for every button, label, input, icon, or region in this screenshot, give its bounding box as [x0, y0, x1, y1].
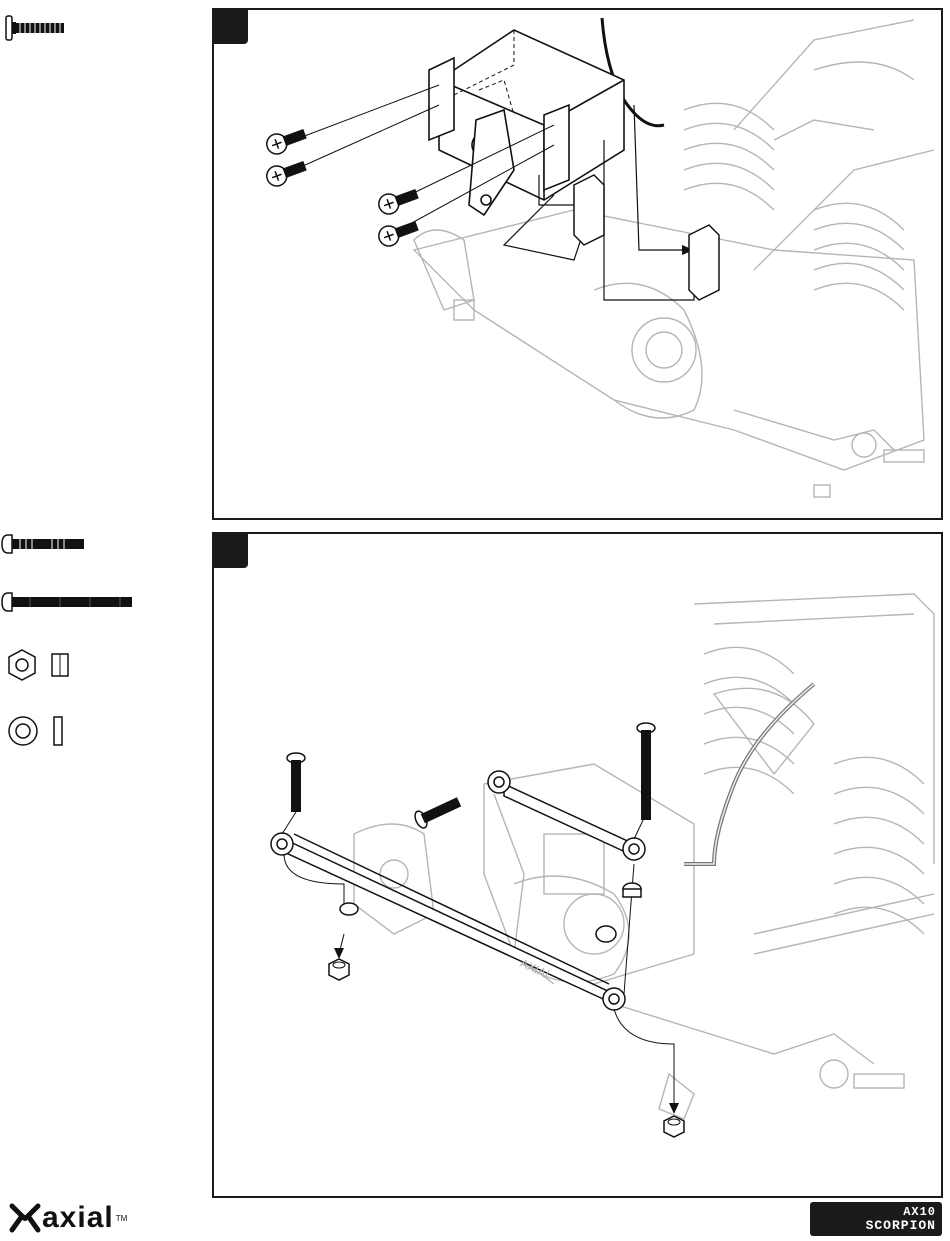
flange-screws: [264, 124, 420, 248]
hex-nut-icon: [6, 648, 76, 687]
step-panel-steering-links: AXIAL: [212, 532, 943, 1198]
axial-logo-icon: [8, 1202, 42, 1234]
servo-mount-diagram: [214, 10, 941, 518]
scorpion-logo-icon: AX10 SCORPION: [810, 1202, 942, 1236]
long-button-head-screws: [287, 723, 655, 830]
antenna-wire: [684, 684, 814, 864]
washer-icon: [6, 712, 76, 755]
trademark-mark: TM: [116, 1214, 128, 1223]
long-steering-link: AXIAL: [271, 833, 625, 1010]
product-name: SCORPION: [866, 1219, 936, 1233]
button-head-screw-icon: [0, 532, 90, 561]
step-panel-servo-mount: [212, 8, 943, 520]
steering-link-diagram: AXIAL: [214, 534, 941, 1196]
axial-wordmark: axial: [42, 1201, 114, 1235]
axial-logo: axial TM: [8, 1200, 127, 1236]
servo-mount-posts: [574, 175, 719, 300]
short-drag-link: [488, 771, 645, 860]
hex-nuts: [329, 959, 684, 1137]
flange-screw-icon: [0, 14, 70, 47]
product-model: AX10: [903, 1206, 936, 1219]
long-button-head-screw-icon: [0, 590, 140, 619]
